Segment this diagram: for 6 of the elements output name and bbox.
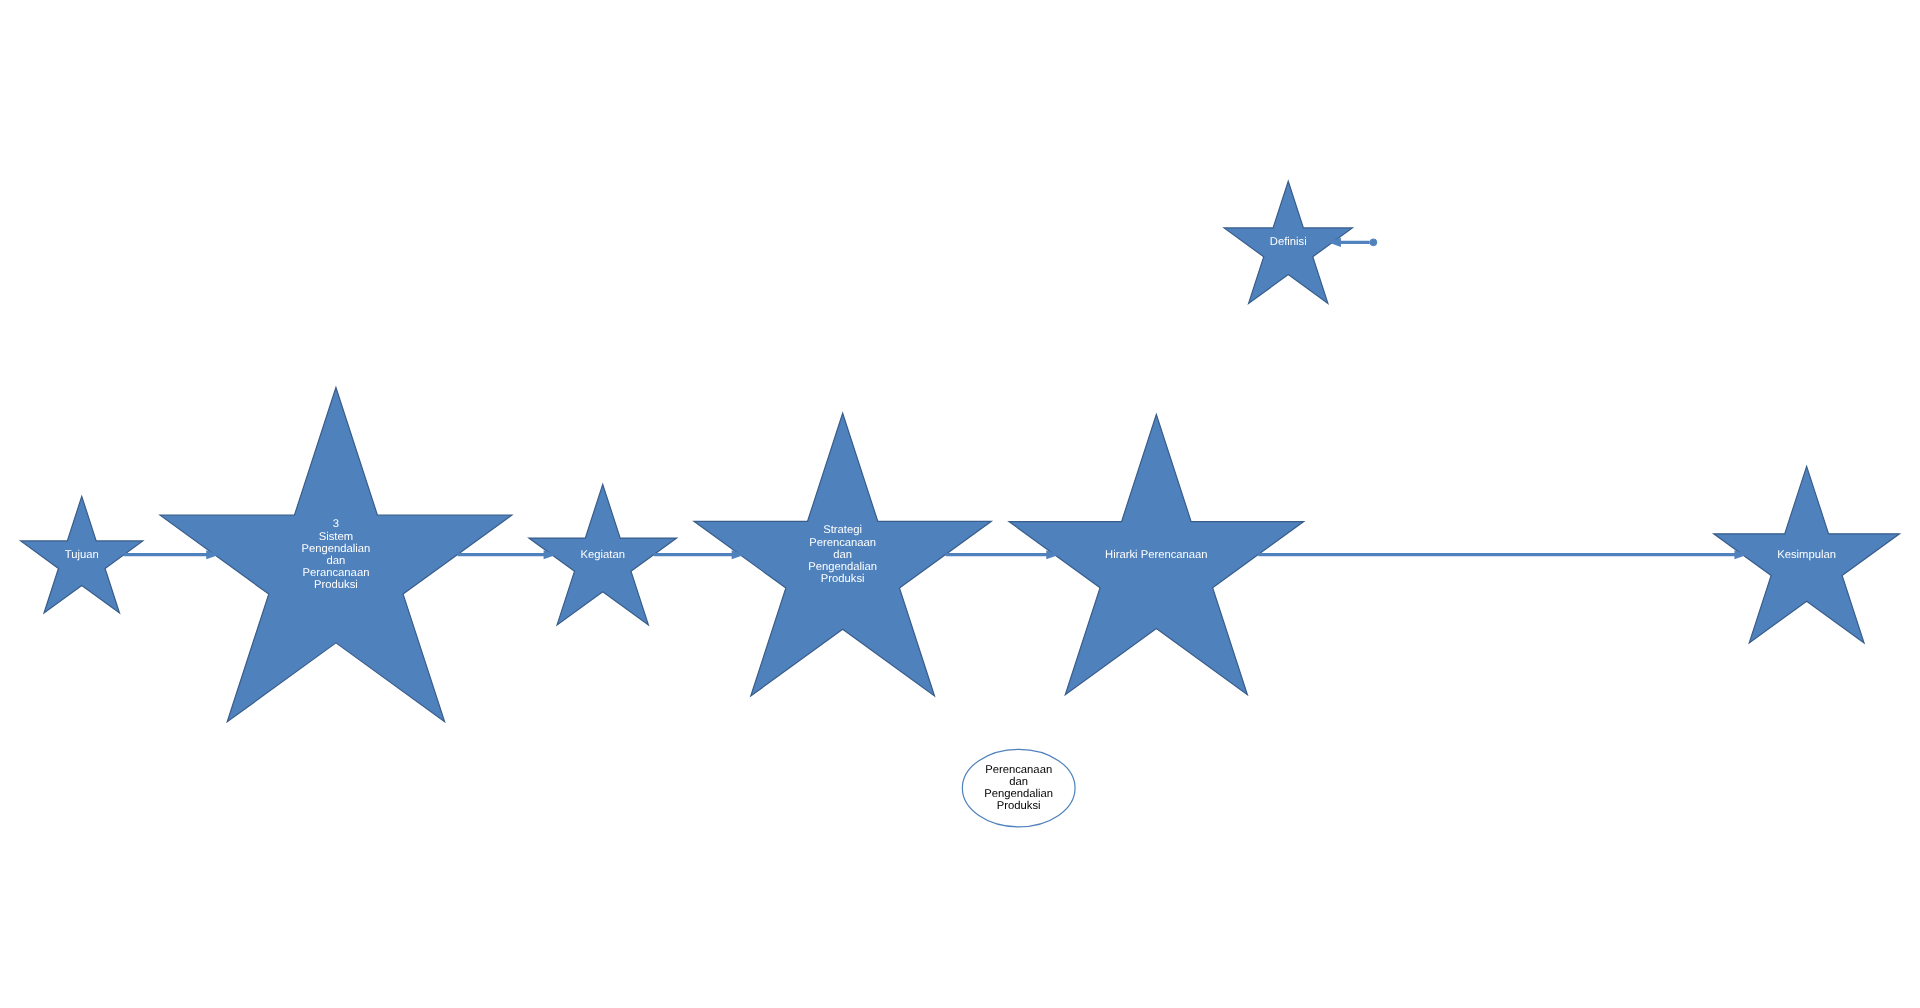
arrow <box>1258 550 1748 560</box>
arrow <box>457 550 557 560</box>
arrow <box>1328 237 1370 247</box>
arrow <box>124 550 220 560</box>
arrow <box>945 550 1060 560</box>
arrow <box>653 550 745 560</box>
